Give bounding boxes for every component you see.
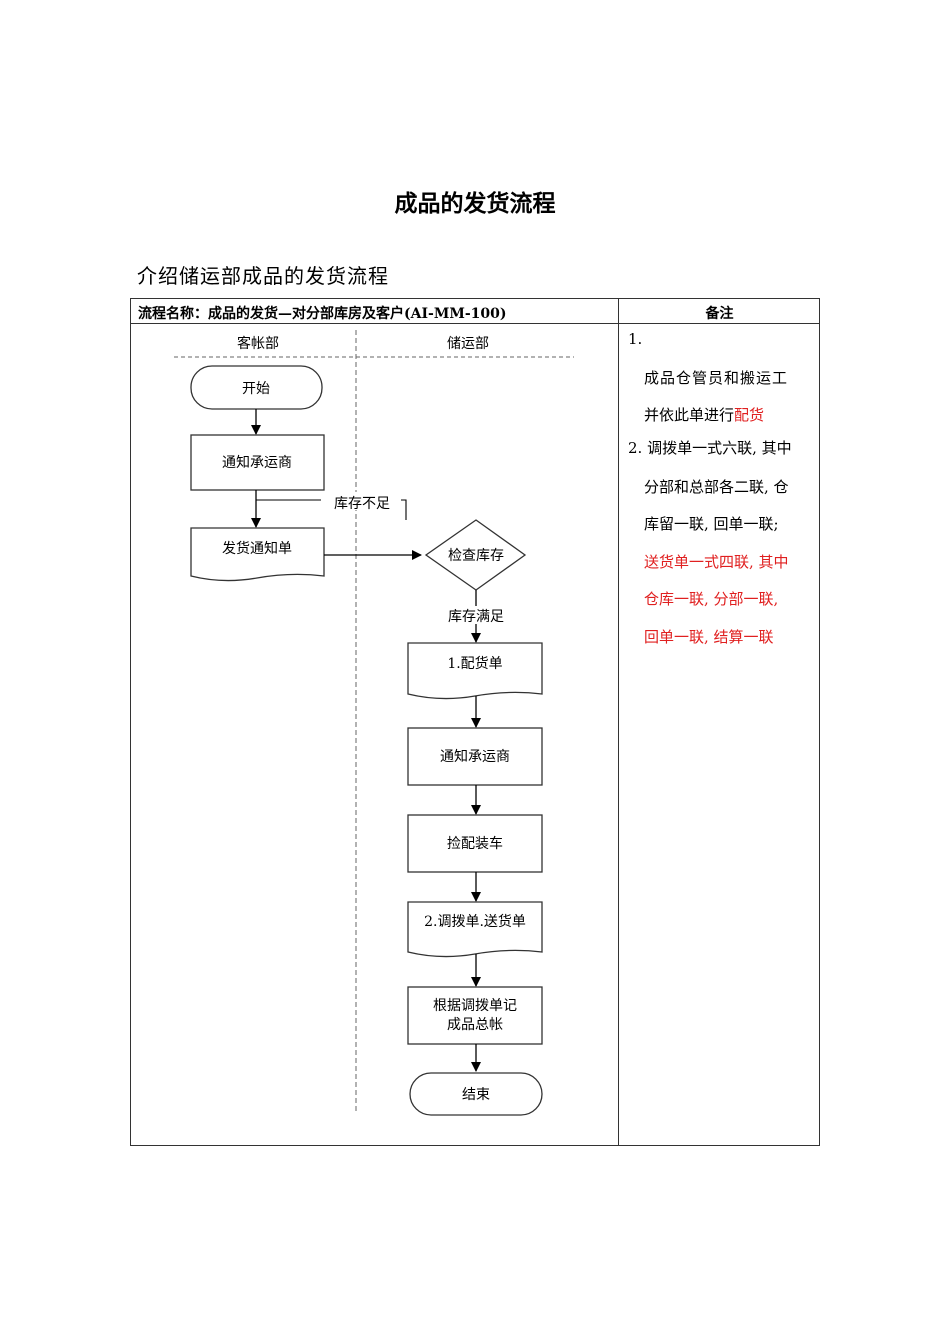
stock-sufficient-label: 库存满足: [448, 609, 504, 625]
process-name-header: 流程名称：成品的发货—对分部库房及客户(AI-MM-100): [138, 306, 507, 322]
ledger-node: [407, 986, 543, 1045]
check-stock-label: 检查库存: [448, 548, 504, 564]
note-1-line-2-text: 并依此单进行: [644, 406, 735, 424]
end-node: [409, 1072, 543, 1116]
pick-and-load-node: [407, 814, 543, 873]
pick-and-load-label: 捡配装车: [447, 835, 503, 852]
arrow-stock-insufficient: [256, 499, 407, 520]
document-title: 成品的发货流程: [394, 191, 556, 217]
stock-insufficient-label-bg: [321, 492, 401, 510]
note-2-line-1: 2. 调拨单一式六联, 其中: [628, 439, 792, 457]
notify-carrier-node-1: [190, 434, 325, 491]
lane-label-storage: 储运部: [447, 336, 489, 352]
stock-sufficient-label-bg: [436, 606, 516, 624]
notify-carrier-node-2: [407, 727, 543, 786]
notify-carrier-label-1: 通知承运商: [222, 454, 292, 471]
picking-list-node: [407, 642, 543, 700]
transfer-delivery-label: 2.调拨单.送货单: [424, 913, 526, 930]
ledger-label-line2: 成品总帐: [447, 1017, 503, 1033]
note-2-line-2: 分部和总部各二联, 仓: [644, 478, 789, 496]
note-2-line-6: 回单一联, 结算一联: [644, 628, 774, 646]
ledger-label-line1: 根据调拨单记: [433, 998, 517, 1014]
note-1-number: 1.: [628, 330, 643, 348]
picking-list-label: 1.配货单: [447, 655, 502, 672]
stock-insufficient-label: 库存不足: [334, 496, 390, 512]
table-header-divider: [130, 323, 820, 324]
note-1-highlight: 配货: [734, 406, 765, 424]
note-2-line-5: 仓库一联, 分部一联,: [644, 590, 779, 608]
flowchart: 客帐部 储运部 开始 通知承运商 库存不足 发货通知单 检查库存 库存满足 1.…: [174, 330, 574, 1116]
note-1-line-1: 成品仓管员和搬运工: [644, 369, 789, 387]
note-1-line-2: 并依此单进行配货: [644, 404, 764, 425]
end-label: 结束: [462, 1087, 490, 1103]
table-column-divider: [618, 298, 619, 1146]
notes-header: 备注: [705, 306, 734, 322]
process-table: [130, 298, 820, 1146]
lane-label-accounting: 客帐部: [237, 335, 279, 352]
shipping-notice-label: 发货通知单: [222, 540, 292, 557]
shipping-notice-node: [190, 527, 325, 582]
start-label: 开始: [242, 381, 270, 397]
note-2-line-4: 送货单一式四联, 其中: [644, 553, 789, 571]
transfer-delivery-node: [407, 901, 543, 958]
intro-text: 介绍储运部成品的发货流程: [137, 264, 389, 288]
notify-carrier-label-2: 通知承运商: [440, 748, 510, 765]
note-2-line-3: 库留一联, 回单一联;: [644, 515, 779, 533]
